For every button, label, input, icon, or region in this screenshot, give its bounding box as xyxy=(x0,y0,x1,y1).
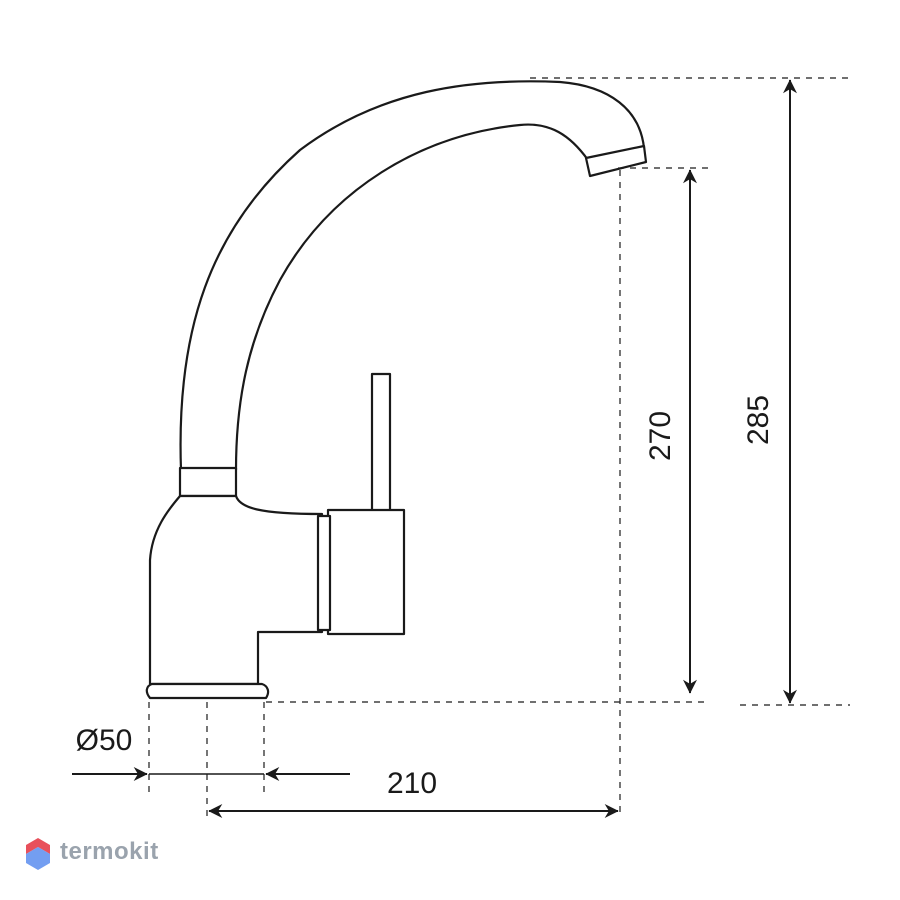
faucet-base-ring xyxy=(145,682,270,700)
termokit-logo-icon xyxy=(26,838,50,870)
dim-210-label: 210 xyxy=(387,767,437,800)
faucet-collar xyxy=(178,466,238,498)
dim-50-label: Ø50 xyxy=(76,724,133,757)
faucet-spout xyxy=(179,80,646,472)
faucet-lever-cap xyxy=(316,514,332,632)
dim-285-label: 285 xyxy=(742,395,775,445)
dim-270-label: 270 xyxy=(644,411,677,461)
termokit-watermark: termokit xyxy=(60,838,159,865)
faucet-lever-stem xyxy=(370,372,392,514)
faucet-body xyxy=(148,494,324,686)
faucet-lever-block xyxy=(326,508,406,636)
faucet-aerator xyxy=(584,144,648,178)
